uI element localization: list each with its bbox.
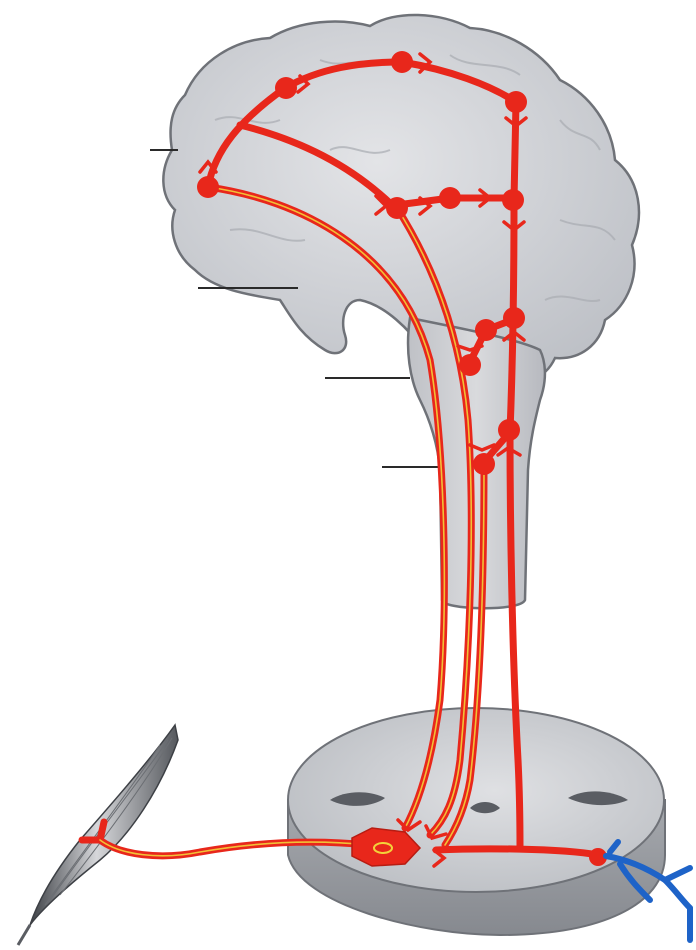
neuron-soma — [197, 176, 219, 198]
neuron-soma — [439, 187, 461, 209]
neuron-soma — [505, 91, 527, 113]
neuron-soma — [475, 319, 497, 341]
neuron-soma — [503, 307, 525, 329]
neuron-soma — [502, 189, 524, 211]
neuron-soma — [459, 354, 481, 376]
neuron-soma — [386, 197, 408, 219]
neuron-soma — [275, 77, 297, 99]
muscle-tendon — [18, 925, 30, 945]
neuron-soma — [391, 51, 413, 73]
neuron-soma — [498, 419, 520, 441]
cortical-right-vertical — [514, 102, 516, 200]
brain — [163, 15, 639, 608]
neuron-soma — [473, 453, 495, 475]
